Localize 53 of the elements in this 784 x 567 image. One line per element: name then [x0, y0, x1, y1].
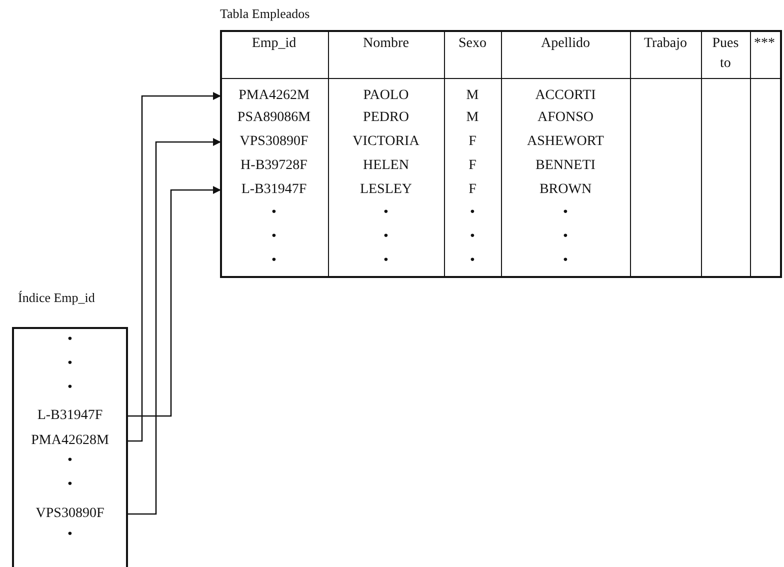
ellipsis-dot: • — [562, 204, 569, 222]
table-cell-text: BENNETI — [534, 157, 596, 175]
index-entry: L-B31947F — [12, 407, 128, 425]
ellipsis-dot: • — [562, 252, 569, 270]
ellipsis-dot: • — [469, 252, 476, 270]
table-cell-text: ASHEWORT — [526, 133, 605, 151]
column-header: Pues to — [711, 35, 740, 73]
table-cell-text: H-B39728F — [240, 157, 308, 175]
table-cell-text: F — [468, 133, 478, 151]
table-cell-text: PAOLO — [362, 87, 410, 105]
ellipsis-dot: • — [66, 355, 74, 373]
table-cell-text: PEDRO — [362, 109, 410, 127]
ellipsis-dot: • — [66, 331, 74, 349]
column-header: *** — [753, 35, 776, 53]
connector-arrow — [128, 92, 221, 442]
connector-arrow — [128, 186, 221, 417]
table-cell-text: ACCORTI — [534, 87, 597, 105]
table-cell-text: M — [465, 109, 480, 127]
column-header: Emp_id — [250, 35, 298, 53]
table-cell-text: LESLEY — [358, 181, 414, 199]
table-cell-text: BROWN — [538, 181, 593, 199]
index-title: Índice Emp_id — [18, 290, 95, 306]
table-cell-text: HELEN — [362, 157, 410, 175]
ellipsis-dot: • — [270, 228, 278, 246]
table-cell-text: VICTORIA — [352, 133, 420, 151]
id-cell: L-B31947F — [220, 181, 328, 199]
ellipsis-dot: • — [562, 228, 569, 246]
ellipsis-dot: • — [469, 228, 476, 246]
table-cell-text: PSA89086M — [236, 109, 312, 127]
ellipsis-dot: • — [270, 252, 278, 270]
ellipsis-dot: • — [382, 204, 390, 222]
table-title: Tabla Empleados — [220, 6, 310, 22]
index-entry: VPS30890F — [12, 505, 128, 523]
connector-arrow — [128, 138, 221, 515]
ellipsis-dot: • — [66, 526, 74, 544]
column-header: Nombre — [362, 35, 410, 53]
table-cell-text: F — [468, 157, 478, 175]
id-cell: VPS30890F — [220, 133, 328, 151]
table-cell-text: AFONSO — [536, 109, 594, 127]
column-header: Apellido — [540, 35, 591, 53]
id-cell: PMA4262M — [220, 87, 328, 105]
table-cell-text: F — [468, 181, 478, 199]
column-header: Trabajo — [642, 35, 688, 53]
ellipsis-dot: • — [270, 204, 278, 222]
table-cell-text: M — [465, 87, 480, 105]
ellipsis-dot: • — [382, 252, 390, 270]
ellipsis-dot: • — [382, 228, 390, 246]
ellipsis-dot: • — [66, 379, 74, 397]
ellipsis-dot: • — [66, 476, 74, 494]
ellipsis-dot: • — [66, 452, 74, 470]
index-entry: PMA42628M — [12, 432, 128, 450]
ellipsis-dot: • — [469, 204, 476, 222]
column-header: Sexo — [458, 35, 488, 53]
